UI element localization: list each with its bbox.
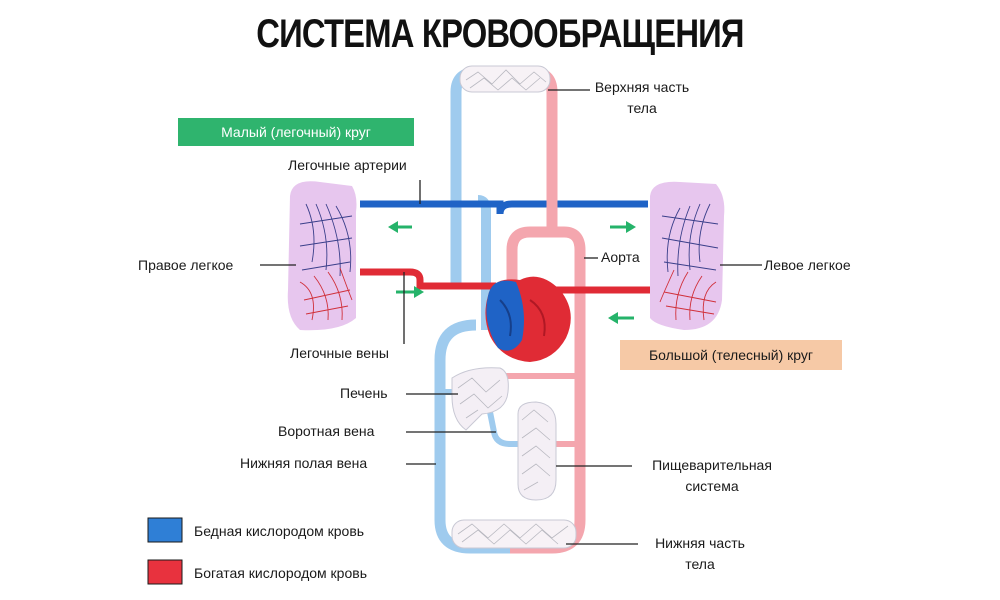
legend-swatch-blue [147,517,183,543]
pulmonary-circuit-badge: Малый (легочный) круг [178,118,414,146]
liver-organ [451,367,509,431]
page-title: СИСТЕМА КРОВООБРАЩЕНИЯ [256,12,744,56]
legend-label-oxygenated: Богатая кислородом кровь [194,565,367,581]
upper-body-capillaries [459,65,551,93]
label-liver: Печень [340,385,388,401]
label-lower-body-line1: Нижняя часть [655,535,745,551]
label-pulmonary-arteries: Легочные артерии [288,157,407,173]
label-portal-vein: Воротная вена [278,423,375,439]
label-pulmonary-veins: Легочные вены [290,345,389,361]
label-digestive-line2: система [685,478,738,494]
label-left-lung: Левое легкое [764,257,851,273]
right-lung [287,181,357,331]
label-right-lung: Правое легкое [138,257,234,273]
label-digestive-line1: Пищеварительная [652,457,772,473]
arrow-from-left-lung-icon [608,312,634,324]
legend-label-deoxygenated: Бедная кислородом кровь [194,523,364,539]
flow-arrows [388,221,636,324]
label-inferior-vena-cava: Нижняя полая вена [240,455,367,471]
arrow-to-right-lung-icon [388,221,412,233]
systemic-circuit-label: Большой (телесный) круг [649,347,813,363]
digestive-organ [517,401,557,501]
legend-item-deoxygenated: Бедная кислородом кровь [147,517,364,543]
label-lower-body-line2: тела [685,556,715,572]
legend-swatch-red [147,559,183,585]
arrow-from-right-lung-icon [396,286,424,298]
legend-item-oxygenated: Богатая кислородом кровь [147,559,367,585]
label-aorta: Аорта [601,249,640,265]
left-lung [650,181,725,330]
systemic-circuit-badge: Большой (телесный) круг [620,340,842,370]
pulmonary-circuit-label: Малый (легочный) круг [221,124,371,140]
heart [485,276,571,362]
label-upper-body-line1: Верхняя часть [595,79,689,95]
label-upper-body-line2: тела [627,100,657,116]
arrow-to-left-lung-icon [610,221,636,233]
lower-body-capillaries [451,519,577,549]
legend: Бедная кислородом кровь Богатая кислород… [147,517,367,585]
labels: Верхняя часть тела Легочные артерии Аорт… [138,79,851,572]
